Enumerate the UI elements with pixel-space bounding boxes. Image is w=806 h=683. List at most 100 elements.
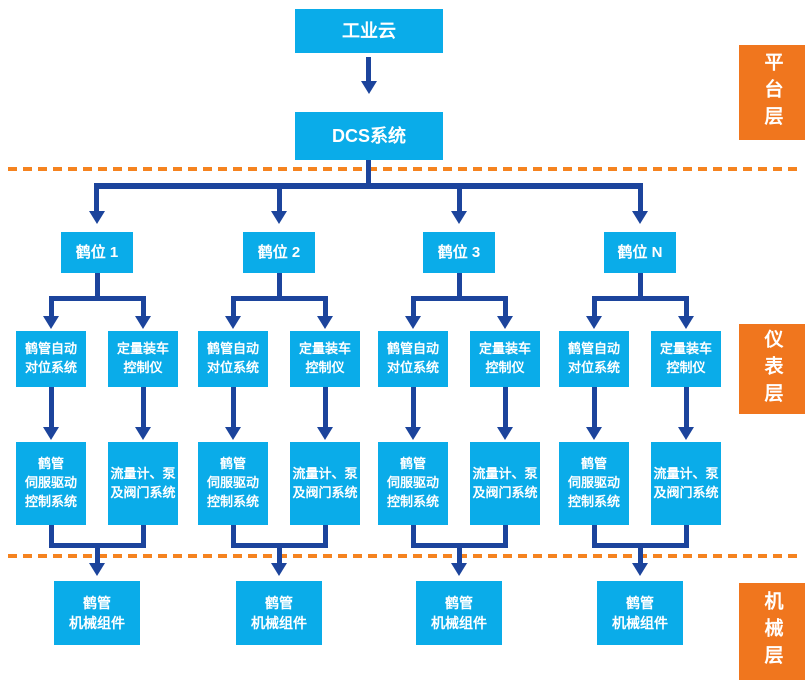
connector-arrowhead-icon: [678, 316, 694, 329]
distribution-arrowhead-icon: [271, 211, 287, 224]
connector-arrow-line: [231, 387, 236, 428]
servo-control-box: 鹤管 伺服驱动 控制系统: [559, 442, 629, 525]
cloud-to-dcs-arrowhead-icon: [361, 81, 377, 94]
flow-valve-label-line: 流量计、泵: [110, 465, 176, 481]
flow-valve-box: 流量计、泵 及阀门系统: [470, 442, 540, 525]
crane-position-box: 鹤位 2: [243, 232, 315, 273]
merge-arrowhead-icon: [632, 563, 648, 576]
distribution-arrow-line: [94, 189, 99, 212]
flow-valve-box: 流量计、泵 及阀门系统: [651, 442, 721, 525]
connector-arrowhead-icon: [678, 427, 694, 440]
connector-arrow-line: [323, 387, 328, 428]
mechanical-components-box: 鹤管 机械组件: [416, 581, 502, 645]
connector-arrow-line: [411, 387, 416, 428]
platform-layer-divider-line: [8, 167, 798, 171]
connector-arrowhead-icon: [405, 316, 421, 329]
alignment-system-label-line: 对位系统: [206, 360, 259, 375]
crane-position-box: 鹤位 1: [61, 232, 133, 273]
merge-arrow-line: [95, 548, 100, 564]
alignment-system-label-line: 鹤管自动: [206, 341, 259, 357]
cloud-to-dcs-arrow-line: [366, 57, 371, 82]
servo-control-label-line: 控制系统: [567, 493, 620, 509]
connector-arrow-line: [323, 301, 328, 317]
alignment-system-label-line: 鹤管自动: [386, 341, 439, 357]
servo-control-label-line: 伺服驱动: [206, 475, 259, 491]
merge-line: [49, 525, 54, 548]
connector-arrowhead-icon: [405, 427, 421, 440]
mechanical-layer-label: 机械层: [739, 583, 805, 680]
flow-valve-box: 流量计、泵 及阀门系统: [108, 442, 178, 525]
mechanical-components-label-line: 鹤管: [265, 594, 293, 611]
loading-controller-box: 定量装车 控制仪: [470, 331, 540, 387]
crane-position-box: 鹤位 N: [604, 232, 676, 273]
flow-valve-label-line: 及阀门系统: [110, 484, 176, 500]
dcs-stub-line: [366, 160, 371, 186]
servo-control-label-line: 控制系统: [386, 493, 439, 509]
connector-arrow-line: [592, 387, 597, 428]
loading-controller-label-line: 控制仪: [485, 360, 525, 375]
split-bar: [49, 296, 146, 301]
servo-control-label-line: 鹤管: [37, 456, 64, 472]
crane-column-1: 鹤位 1 鹤管自动 对位系统 定量装车 控制仪 鹤管 伺服驱动 控制系统 流量计…: [2, 232, 192, 683]
split-bar: [231, 296, 328, 301]
connector-arrowhead-icon: [43, 427, 59, 440]
crane-position-label: 鹤位 3: [437, 243, 481, 261]
loading-controller-label-line: 控制仪: [666, 360, 706, 375]
loading-controller-label-line: 定量装车: [298, 341, 351, 357]
servo-control-label-line: 鹤管: [399, 456, 426, 472]
loading-controller-box: 定量装车 控制仪: [108, 331, 178, 387]
merge-line: [684, 525, 689, 548]
flow-valve-label-line: 及阀门系统: [653, 484, 719, 500]
dcs-system-box: DCS系统: [295, 112, 443, 160]
merge-line: [411, 525, 416, 548]
servo-control-label-line: 鹤管: [219, 456, 246, 472]
alignment-system-box: 鹤管自动 对位系统: [378, 331, 448, 387]
mechanical-layer-divider-line: [8, 554, 798, 558]
merge-bar: [49, 543, 146, 548]
mechanical-components-box: 鹤管 机械组件: [236, 581, 322, 645]
alignment-system-label-line: 鹤管自动: [24, 341, 77, 357]
connector-arrowhead-icon: [317, 427, 333, 440]
connector-arrow-line: [49, 387, 54, 428]
connector-arrowhead-icon: [586, 427, 602, 440]
flow-valve-label-line: 及阀门系统: [292, 484, 358, 500]
merge-line: [231, 525, 236, 548]
servo-control-label-line: 鹤管: [580, 456, 607, 472]
merge-line: [503, 525, 508, 548]
distribution-arrow-line: [457, 189, 462, 212]
connector-line: [638, 273, 643, 298]
servo-control-box: 鹤管 伺服驱动 控制系统: [378, 442, 448, 525]
mechanical-components-label-line: 鹤管: [626, 594, 654, 611]
flow-valve-label-line: 及阀门系统: [472, 484, 538, 500]
instrument-layer-label: 仪表层: [739, 324, 805, 414]
servo-control-label-line: 伺服驱动: [24, 475, 77, 491]
servo-control-label-line: 伺服驱动: [567, 475, 620, 491]
flow-valve-box: 流量计、泵 及阀门系统: [290, 442, 360, 525]
mechanical-components-label-line: 鹤管: [83, 594, 111, 611]
connector-arrowhead-icon: [586, 316, 602, 329]
loading-controller-box: 定量装车 控制仪: [651, 331, 721, 387]
mechanical-components-label-line: 机械组件: [612, 615, 668, 631]
merge-bar: [411, 543, 508, 548]
servo-control-box: 鹤管 伺服驱动 控制系统: [16, 442, 86, 525]
mechanical-components-label-line: 机械组件: [69, 615, 125, 631]
alignment-system-label-line: 对位系统: [386, 360, 439, 375]
crane-position-label: 鹤位 2: [257, 243, 301, 261]
connector-arrowhead-icon: [497, 427, 513, 440]
flow-valve-label-line: 流量计、泵: [472, 465, 538, 481]
connector-arrow-line: [503, 301, 508, 317]
dcs-system-label: DCS系统: [331, 125, 406, 146]
crane-position-label: 鹤位 1: [75, 243, 119, 261]
connector-arrow-line: [141, 387, 146, 428]
loading-controller-box: 定量装车 控制仪: [290, 331, 360, 387]
merge-line: [592, 525, 597, 548]
connector-arrowhead-icon: [497, 316, 513, 329]
split-bar: [592, 296, 689, 301]
distribution-arrowhead-icon: [451, 211, 467, 224]
merge-arrow-line: [638, 548, 643, 564]
alignment-system-label-line: 对位系统: [567, 360, 620, 375]
mechanical-components-label-line: 鹤管: [445, 594, 473, 611]
connector-arrow-line: [684, 301, 689, 317]
merge-arrow-line: [277, 548, 282, 564]
connector-line: [95, 273, 100, 298]
